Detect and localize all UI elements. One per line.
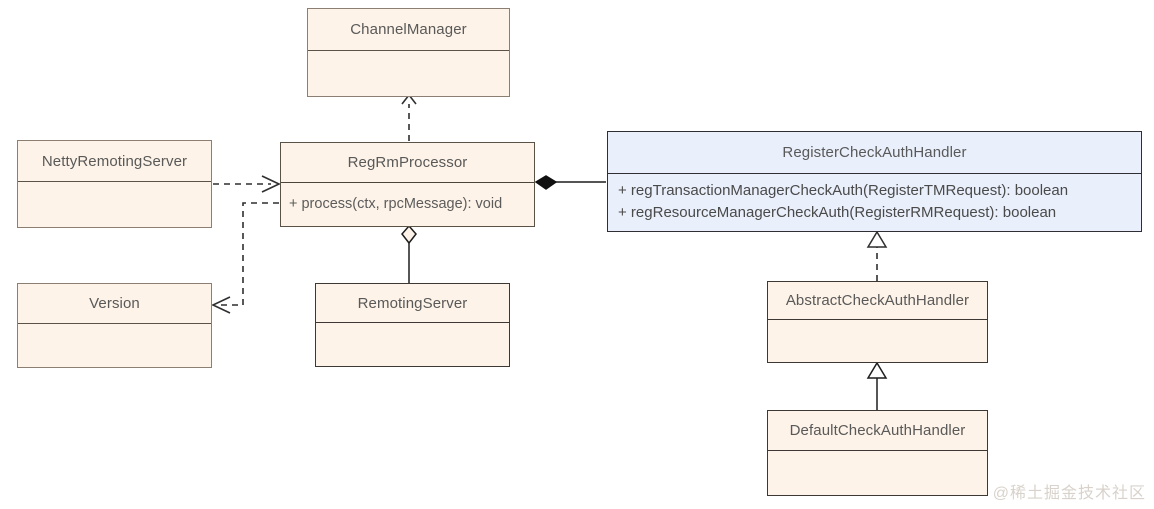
class-title-abstract-check-auth-handler: AbstractCheckAuthHandler — [768, 282, 987, 321]
edge-regrmprocessor-to-channelmanager — [401, 93, 417, 141]
class-box-default-check-auth-handler[interactable]: DefaultCheckAuthHandler — [767, 410, 988, 496]
class-members-register-check-auth-handler: + regTransactionManagerCheckAuth(Registe… — [608, 174, 1141, 231]
class-title-channel-manager: ChannelManager — [308, 9, 509, 51]
class-title-version: Version — [18, 284, 211, 324]
class-members-default-check-auth-handler — [768, 451, 987, 495]
class-title-register-check-auth-handler: RegisterCheckAuthHandler — [608, 132, 1141, 174]
class-title-default-check-auth-handler: DefaultCheckAuthHandler — [768, 411, 987, 452]
class-box-reg-rm-processor[interactable]: RegRmProcessor + process(ctx, rpcMessage… — [280, 142, 535, 227]
class-member: + regTransactionManagerCheckAuth(Registe… — [618, 181, 1069, 199]
class-box-version[interactable]: Version — [17, 283, 212, 368]
class-box-remoting-server[interactable]: RemotingServer — [315, 283, 510, 367]
class-members-channel-manager — [308, 51, 509, 96]
class-member: + regResourceManagerCheckAuth(RegisterRM… — [618, 204, 1057, 222]
edge-abstractcheckauthhandler-to-registercheckauthhandler — [866, 230, 888, 281]
class-box-register-check-auth-handler[interactable]: RegisterCheckAuthHandler + regTransactio… — [607, 131, 1142, 232]
class-box-netty-remoting-server[interactable]: NettyRemotingServer — [17, 140, 212, 228]
class-member: + process(ctx, rpcMessage): void — [289, 195, 503, 212]
class-members-reg-rm-processor: + process(ctx, rpcMessage): void — [281, 183, 534, 226]
edge-regrmprocessor-to-registercheckauthhandler — [534, 175, 606, 190]
edge-regrmprocessor-to-version — [211, 202, 279, 314]
class-title-remoting-server: RemotingServer — [316, 284, 509, 324]
class-box-channel-manager[interactable]: ChannelManager — [307, 8, 510, 97]
class-title-reg-rm-processor: RegRmProcessor — [281, 143, 534, 183]
class-members-version — [18, 324, 211, 367]
watermark: @稀土掘金技术社区 — [992, 485, 1146, 502]
edge-regrmprocessor-to-remotingserver — [401, 224, 417, 283]
class-members-remoting-server — [316, 323, 509, 366]
class-box-abstract-check-auth-handler[interactable]: AbstractCheckAuthHandler — [767, 281, 988, 363]
class-members-netty-remoting-server — [18, 182, 211, 227]
edge-defaultcheckauthhandler-to-abstractcheckauthhandler — [866, 361, 888, 410]
class-title-netty-remoting-server: NettyRemotingServer — [18, 141, 211, 183]
edge-nettyremotingserver-to-regrmprocessor — [213, 175, 281, 193]
class-members-abstract-check-auth-handler — [768, 320, 987, 362]
